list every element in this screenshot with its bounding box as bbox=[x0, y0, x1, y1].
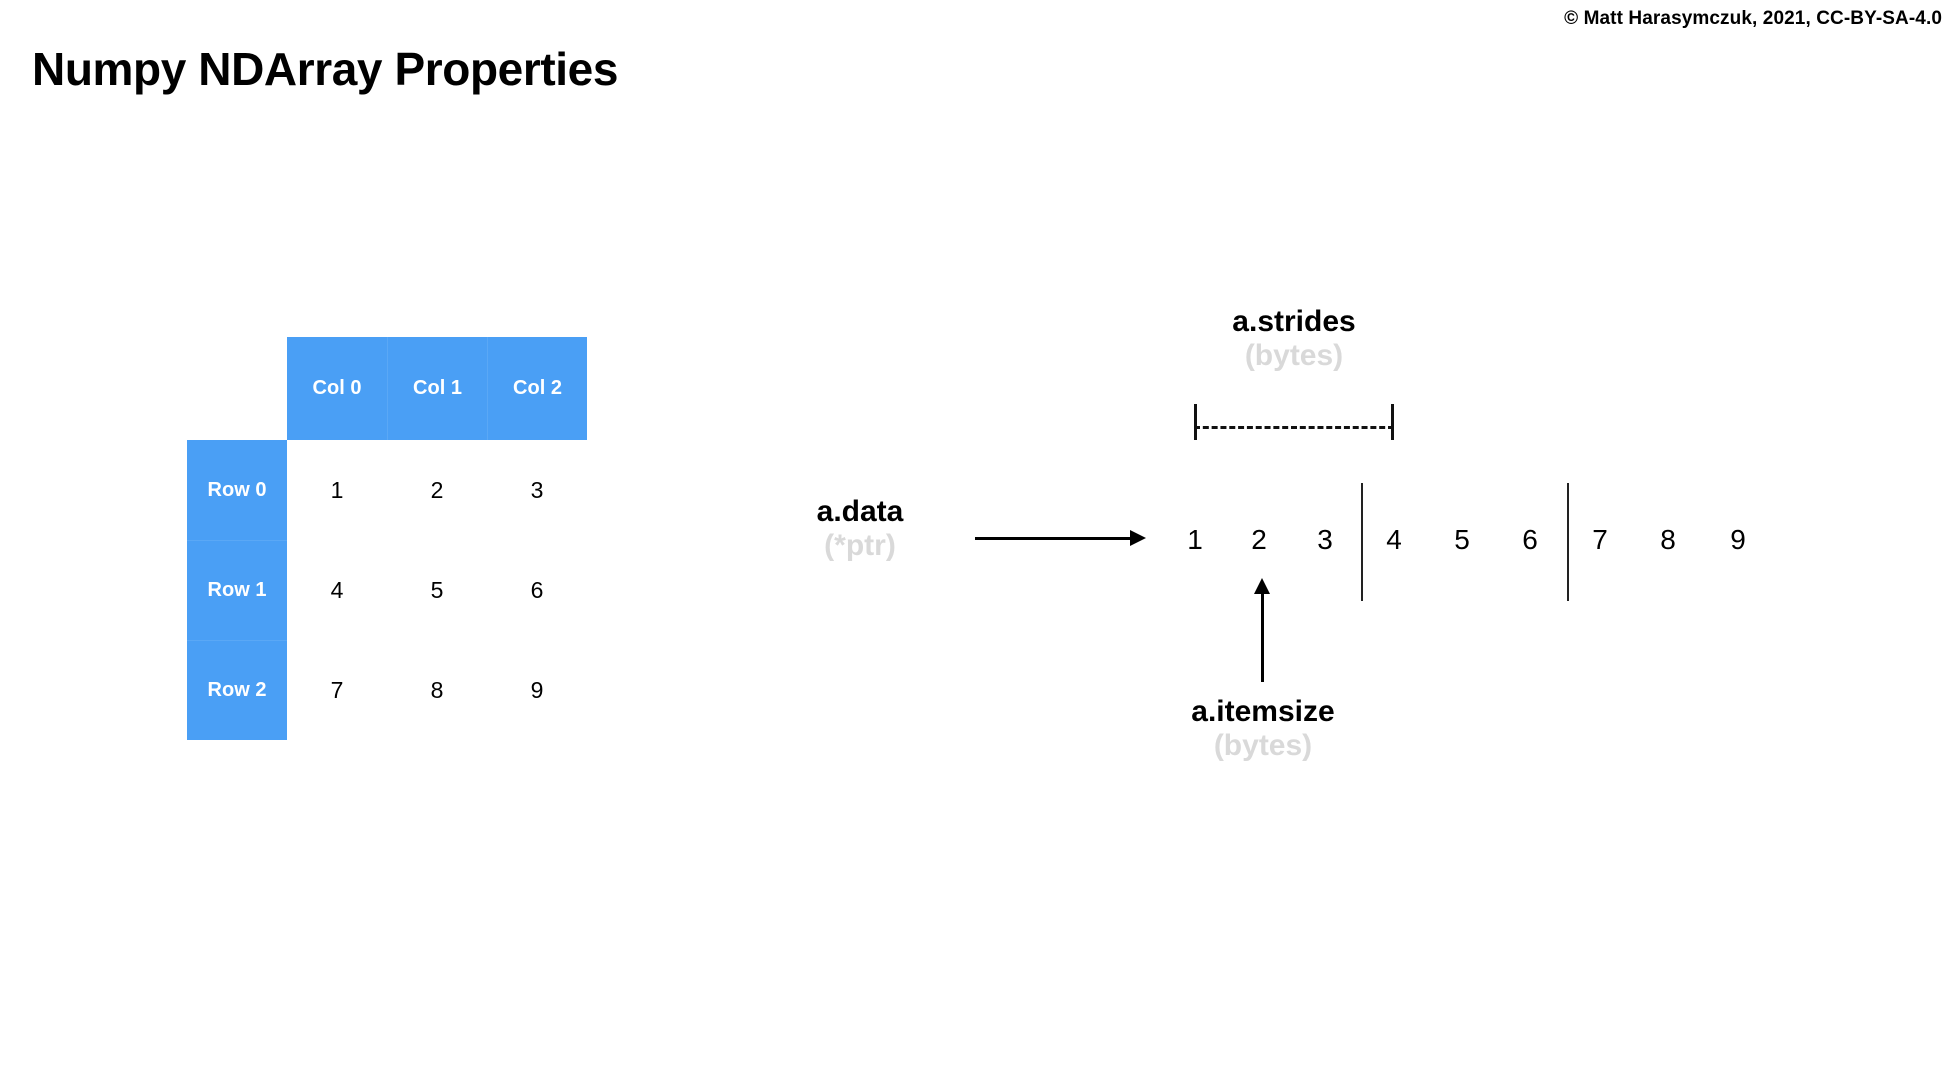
table-cell: 8 bbox=[430, 676, 444, 703]
table-cell: 6 bbox=[530, 576, 544, 603]
column-header-col-1: Col 1 bbox=[387, 337, 487, 440]
memory-cell: 5 bbox=[1454, 524, 1470, 555]
column-header-col-0: Col 0 bbox=[287, 337, 387, 440]
memory-cell: 2 bbox=[1251, 524, 1267, 555]
row-header-row-0: Row 0 bbox=[187, 440, 287, 540]
itemsize-arrow-head-icon bbox=[1254, 578, 1270, 594]
itemsize-label: a.itemsize (bytes) bbox=[1113, 695, 1413, 762]
row-header-row-2: Row 2 bbox=[187, 640, 287, 740]
strides-span-bracket bbox=[1194, 404, 1394, 440]
strides-label-main: a.strides bbox=[1232, 305, 1356, 338]
itemsize-label-sub: (bytes) bbox=[1213, 728, 1313, 762]
table-cell: 4 bbox=[330, 576, 344, 603]
memory-cell: 1 bbox=[1187, 524, 1203, 555]
memory-row-divider bbox=[1361, 483, 1363, 601]
memory-row-divider bbox=[1567, 483, 1569, 601]
itemsize-label-main: a.itemsize bbox=[1191, 695, 1335, 728]
table-cell: 7 bbox=[330, 676, 344, 703]
memory-cell: 9 bbox=[1730, 524, 1746, 555]
column-header-col-2: Col 2 bbox=[487, 337, 587, 440]
data-pointer-arrow-head-icon bbox=[1130, 530, 1146, 546]
ndarray-matrix-table: Col 0 Col 1 Col 2 Row 0 Row 1 Row 2 1 2 … bbox=[187, 337, 587, 740]
page-title: Numpy NDArray Properties bbox=[32, 43, 619, 95]
data-pointer-label: a.data (*ptr) bbox=[745, 495, 975, 562]
memory-cell: 8 bbox=[1660, 524, 1676, 555]
table-cell: 5 bbox=[430, 576, 444, 603]
memory-cell: 3 bbox=[1317, 524, 1333, 555]
memory-cell: 6 bbox=[1522, 524, 1538, 555]
table-cell: 3 bbox=[530, 476, 544, 503]
table-cell: 9 bbox=[530, 676, 544, 703]
data-pointer-label-main: a.data bbox=[816, 495, 904, 528]
strides-label-sub: (bytes) bbox=[1244, 338, 1344, 372]
copyright-notice: © Matt Harasymczuk, 2021, CC-BY-SA-4.0 bbox=[1564, 8, 1942, 29]
row-header-row-1: Row 1 bbox=[187, 540, 287, 640]
strides-bracket-tick-left bbox=[1194, 404, 1197, 440]
memory-cell: 7 bbox=[1592, 524, 1608, 555]
data-pointer-arrow-line bbox=[975, 537, 1135, 540]
strides-dashed-line bbox=[1194, 426, 1394, 429]
itemsize-arrow-line bbox=[1261, 592, 1264, 682]
memory-cell: 4 bbox=[1386, 524, 1402, 555]
data-pointer-label-sub: (*ptr) bbox=[824, 528, 896, 562]
table-cell: 2 bbox=[430, 476, 444, 503]
table-cell: 1 bbox=[330, 476, 344, 503]
strides-label: a.strides (bytes) bbox=[1144, 305, 1444, 372]
strides-bracket-tick-right bbox=[1391, 404, 1394, 440]
